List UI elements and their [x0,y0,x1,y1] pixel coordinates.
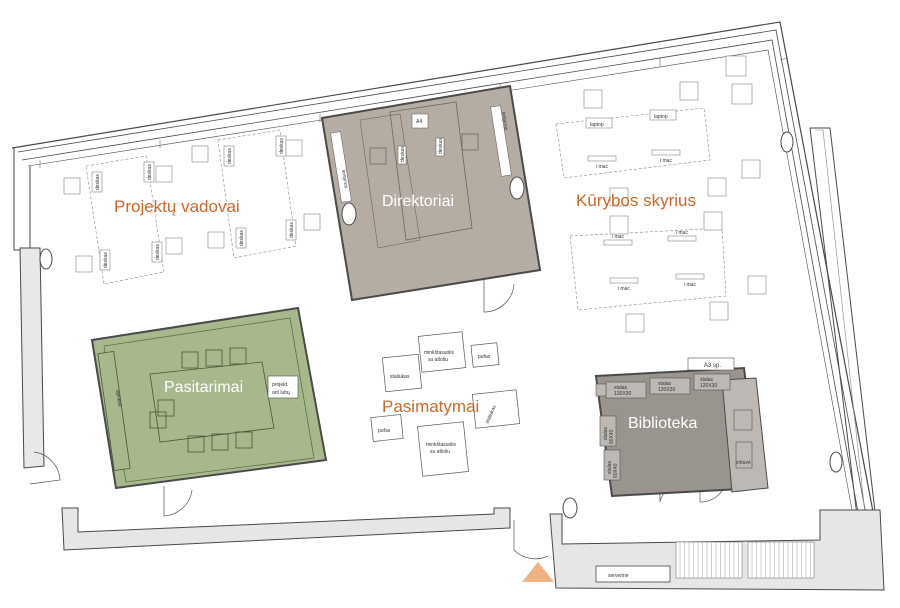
pasitarimai-chair [229,347,247,365]
biblioteka-kitchen [721,377,769,493]
pasitarimai-chair [211,433,229,451]
projector-box [267,375,299,399]
stalas-60x40-b: 60X40 [613,463,619,478]
pasimatymai-area [370,331,521,477]
pasitarimai-chair [205,349,223,367]
ks-imac-1: i mac [596,164,608,170]
direktoriai-a4-box [411,113,429,129]
direktoriai-shelf-label-left: lentynos [340,169,349,189]
pv-deskas-6: deskas [279,138,285,154]
projektu-vadovai-area [63,129,321,285]
staliukas-1: staliukas [390,374,410,380]
pasitarimai-shelf [97,351,131,471]
pasitarimai-chair [149,411,167,429]
stalas-80x40-a: stalas [603,426,609,440]
pasitarimai-chair [235,431,253,449]
direktoriai-shelf-right [490,105,512,177]
ks-laptop-1: laptop [590,122,604,128]
room-label-projektu-vadovai: Projektų vadovai [114,197,240,216]
pasitarimai-chair [181,351,199,369]
kurybos-area [555,55,767,333]
right-wall-inner [815,129,867,523]
ks-imac-4: i mac [676,230,688,236]
direktoriai-column-left [341,202,357,226]
direktoriai-desk-2 [359,113,421,249]
pufas-1: pufas [478,354,491,360]
entrance-marker-icon [522,562,554,582]
minkstasuolis-1-line2: su atlošu [428,357,448,363]
serverine-label: serverinė [608,573,629,579]
direktoriai-a4-label: A4 [416,119,422,125]
stalas-1-b: 120X30 [614,391,631,397]
pv-deskas-5: deskas [227,148,233,164]
right-wall [809,127,877,525]
a3-box [687,357,735,371]
minkstasuolis-2-line1: minkštasuolis [426,442,457,448]
left-wall [19,247,45,469]
ks-imac-5: i mac [618,286,630,292]
columns [39,131,843,519]
room-label-kurybos-skyrius: Kūrybos skyrius [576,191,696,210]
direktoriai-deskas-label-1: deskas [400,146,406,162]
serverine-room [595,565,671,583]
room-label-biblioteka: Biblioteka [628,415,697,432]
direktoriai-room [320,84,542,302]
pv-deskas-7: deskas [239,230,245,246]
pv-deskas-4: deskas [155,244,161,260]
direktoriai-chairs [369,133,479,165]
minkstasuolis-1-line1: minkštasuolis [424,350,455,356]
pv-deskas-3: deskas [103,252,109,268]
ks-laptop-2: laptop [654,114,668,120]
projector-label-2: ant lubų [272,390,290,396]
stalas-3-a: stalas [700,377,714,383]
biblioteka-tables [595,373,753,481]
pv-deskas-8: deskas [289,222,295,238]
direktoriai-desk [389,101,473,241]
ks-imac-6: i mac [684,282,696,288]
stalas-80x40-b: 80X40 [609,429,615,444]
stalas-60x40-a: stalas [607,460,613,474]
pv-deskas-2: deskas [147,164,153,180]
projector-label-1: projekt. [272,382,288,388]
pufas-2: pufas [378,428,391,434]
stair-steps [679,542,811,578]
minkstasuolis-2-line2: su atlošu [430,449,450,455]
stalas-2-a: stalas [658,381,672,387]
direktoriai-deskas-1 [397,145,407,165]
spintele-label: spintelė [114,389,122,407]
direktoriai-deskas-2 [435,137,445,157]
pasitarimai-chair [187,435,205,453]
direktoriai-shelf-left [330,131,352,203]
virtuve-label: virtuvė [736,460,751,466]
direktoriai-column-right [509,176,525,200]
room-label-pasitarimai: Pasitarimai [164,379,243,396]
ks-imac-3: i mac [612,234,624,240]
stalas-3-b: 120X30 [700,383,717,389]
stalas-1-a: stalas [614,385,628,391]
stairs [675,541,815,579]
room-label-pasimatymai: Pasimatymai [382,397,479,416]
direktoriai-deskas-label-2: deskas [438,138,444,154]
direktoriai-shelf-label-right: lentynos [500,111,509,131]
stalas-2-b: 120X30 [658,387,675,393]
a3-label: A3 sp. [704,363,721,369]
pasitarimai-chairs [149,347,253,453]
pasitarimai-table [149,361,275,443]
pv-deskas-1: deskas [95,174,101,190]
room-label-direktoriai: Direktoriai [382,193,454,210]
ks-imac-2: i mac [660,158,672,164]
